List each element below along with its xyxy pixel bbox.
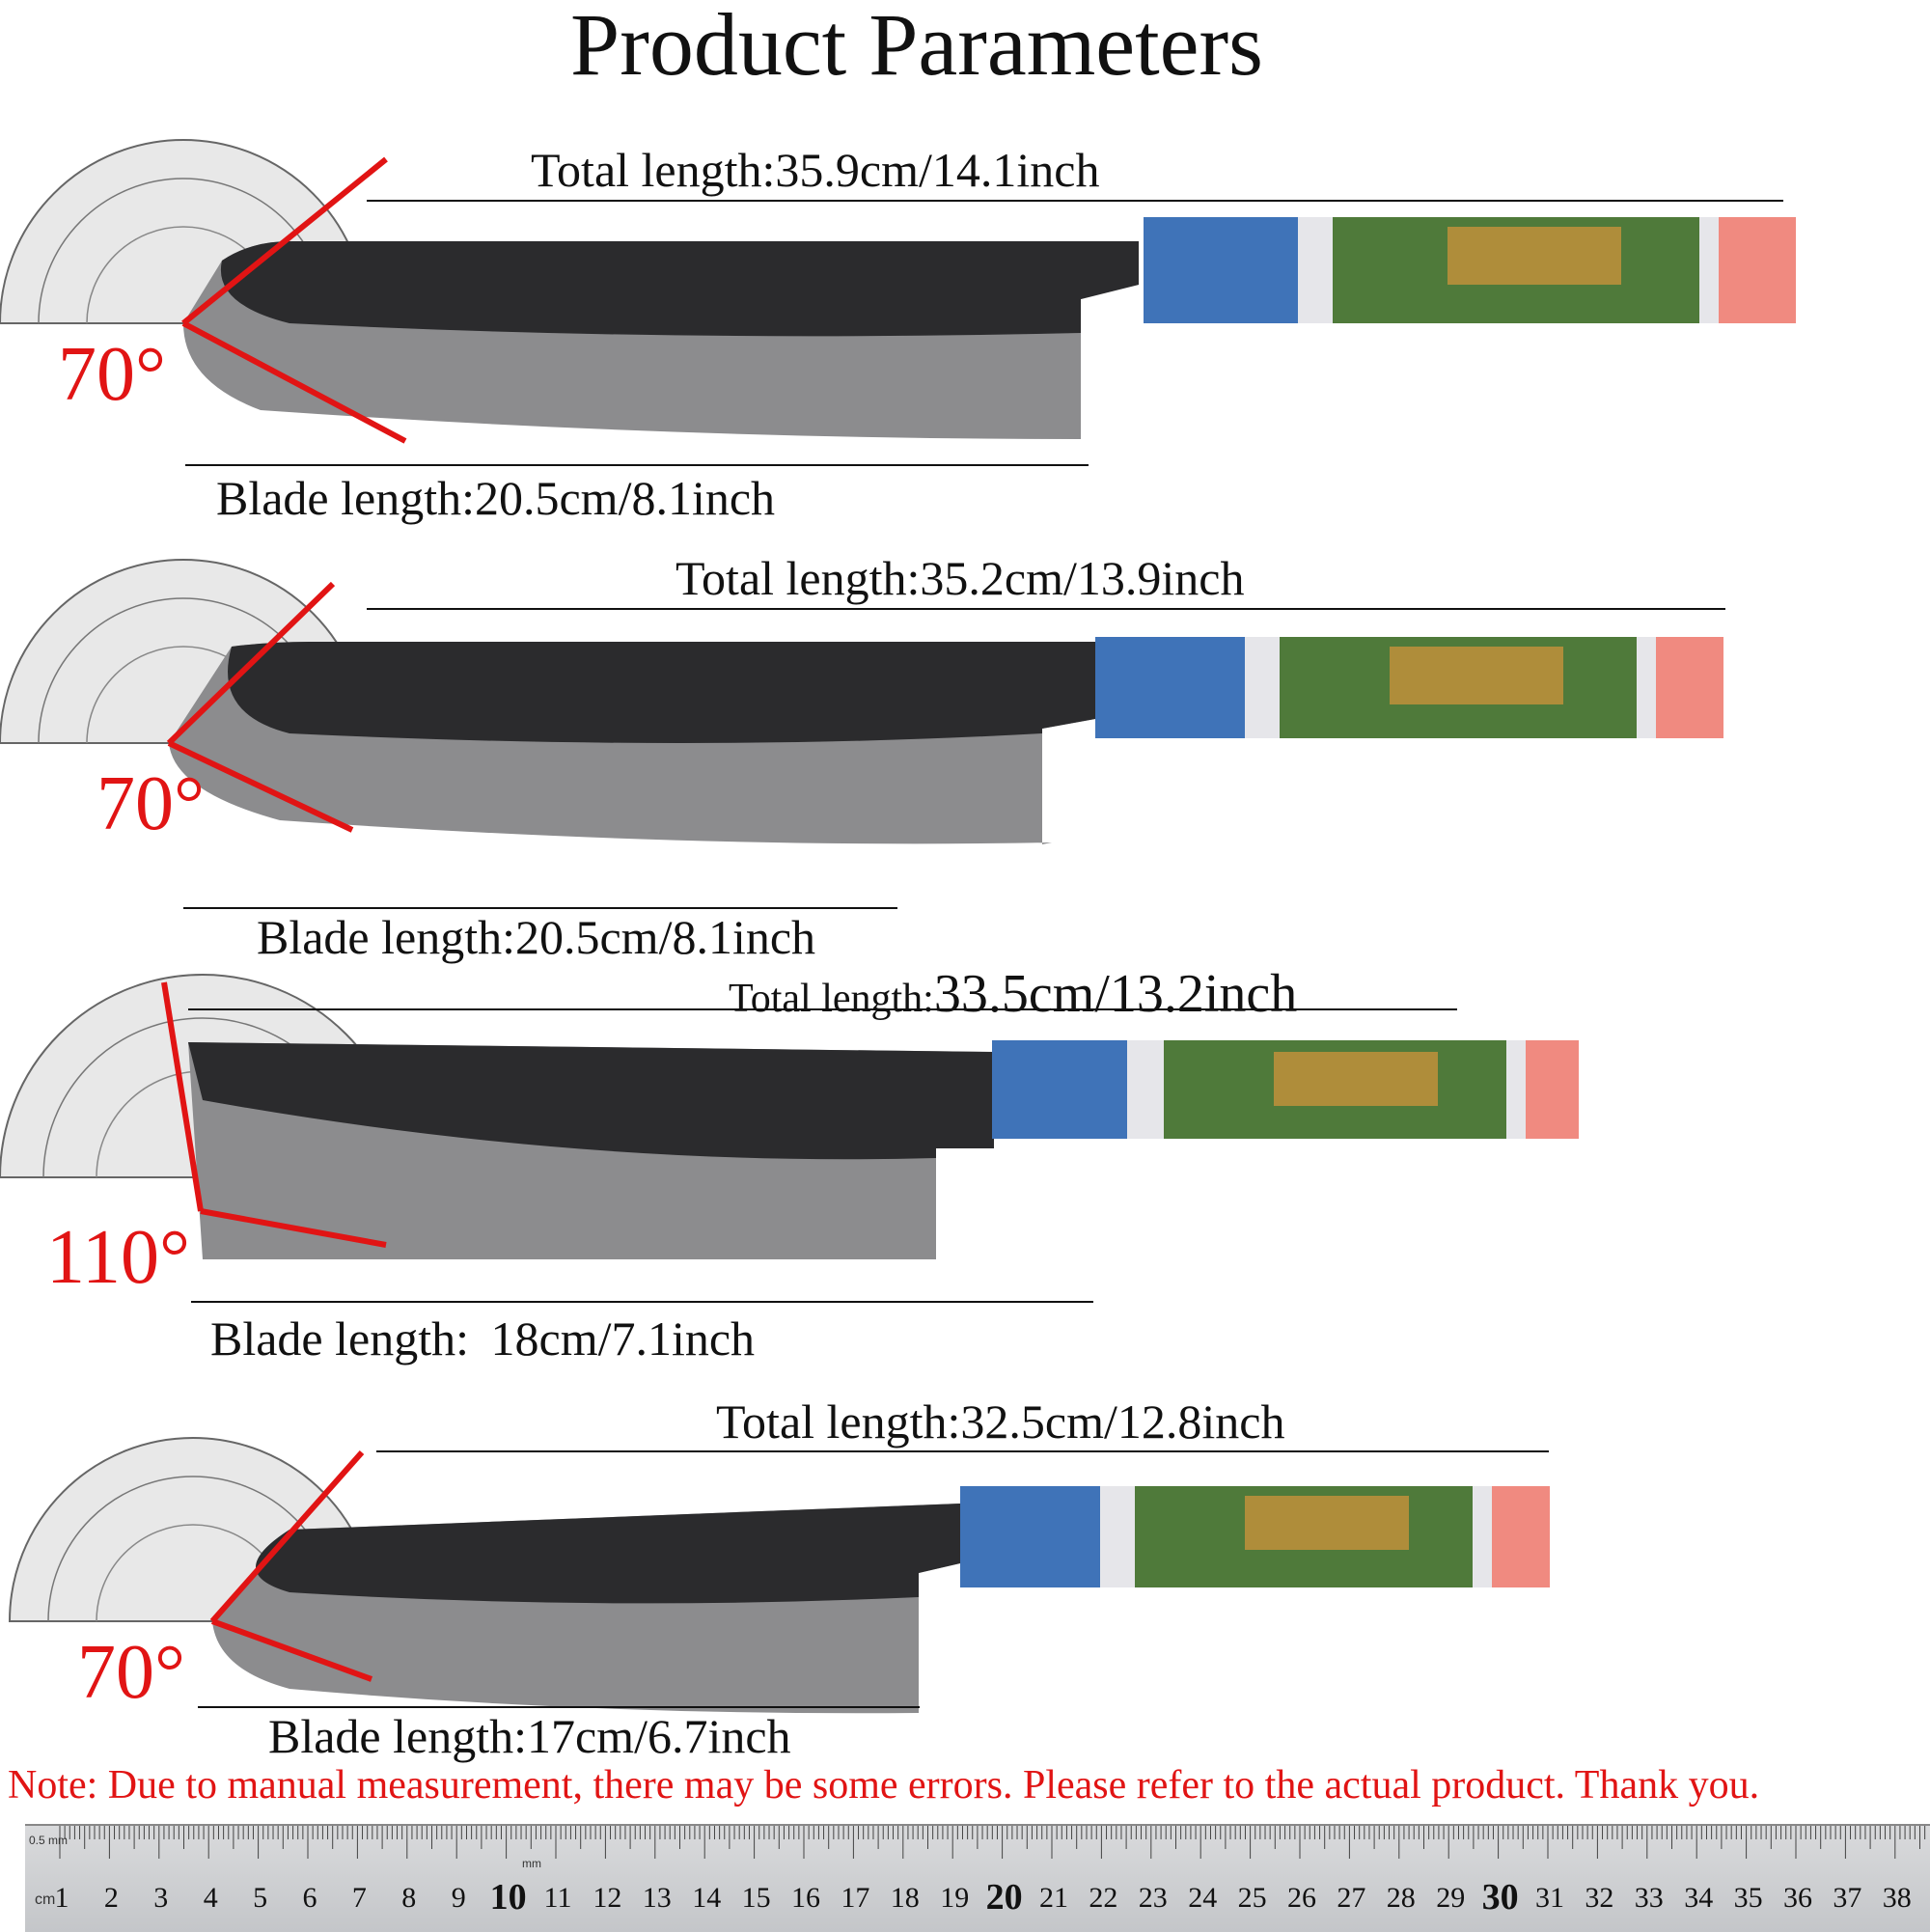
ruler-number: 11 (543, 1882, 572, 1914)
ruler-number: 24 (1188, 1882, 1218, 1914)
ruler-number: 13 (642, 1882, 672, 1914)
blade-length-line (191, 1301, 1093, 1303)
blade-length-label: Blade length:17cm/6.7inch (268, 1709, 791, 1763)
handle-image (1144, 217, 1796, 323)
ruler-number: 19 (940, 1882, 970, 1914)
ruler-number: 34 (1684, 1882, 1714, 1914)
ruler-unit-cm: cm (35, 1891, 56, 1908)
angle-lines (209, 1450, 373, 1682)
knife-1-illustration (0, 139, 1796, 444)
angle-lines (181, 156, 407, 444)
ruler-number: 4 (203, 1882, 218, 1914)
total-length-line (367, 200, 1783, 202)
blade-image (183, 241, 1139, 439)
angle-label: 70° (96, 761, 205, 846)
blade-length-label: Blade length: 18cm/7.1inch (210, 1311, 755, 1366)
ruler-number: 7 (351, 1882, 367, 1914)
blade-length-value: 18cm/7.1inch (490, 1311, 756, 1366)
total-length-label: Total length:35.9cm/14.1inch (531, 143, 1100, 197)
ruler-number: 15 (741, 1882, 771, 1914)
angle-label: 70° (58, 332, 166, 417)
ruler-number: 21 (1039, 1882, 1068, 1914)
blade-image (212, 1504, 960, 1714)
page-title: Product Parameters (570, 0, 1263, 94)
blade-image (188, 1042, 994, 1259)
blade-length-line (185, 464, 1089, 466)
total-length-line (376, 1450, 1549, 1452)
total-length-label: Total length:33.5cm/13.2inch (729, 963, 1297, 1025)
blade-image (169, 642, 1095, 844)
ruler-number: 38 (1882, 1882, 1912, 1914)
knife-4-illustration (8, 1437, 1550, 1714)
knife-2-panel: Total length:35.2cm/13.9inch 70° Blade l… (0, 511, 1930, 964)
ruler-number: 16 (791, 1882, 820, 1914)
ruler-number: 18 (890, 1882, 920, 1914)
ruler-ticks (59, 1826, 1926, 1859)
ruler-unit-small: 0.5 mm (29, 1834, 69, 1847)
ruler-number: 31 (1535, 1882, 1564, 1914)
total-length-prefix: Total length: (729, 977, 934, 1021)
handle-image (960, 1486, 1550, 1587)
blade-length-prefix: Blade length: (210, 1311, 469, 1366)
angle-label: 70° (77, 1630, 185, 1715)
ruler-number: 29 (1436, 1882, 1466, 1914)
knife-3-illustration (0, 974, 1579, 1259)
total-length-label: Total length:35.2cm/13.9inch (676, 551, 1245, 605)
ruler-number: 17 (841, 1882, 870, 1914)
ruler-number: 8 (401, 1882, 417, 1914)
measurement-note: Note: Due to manual measurement, there m… (8, 1763, 1760, 1808)
knife-1-panel: Total length:35.9cm/14.1inch 70° Blade l… (0, 92, 1930, 525)
ruler-number: 20 (985, 1877, 1023, 1918)
ruler-number: 6 (302, 1882, 317, 1914)
ruler-number: 2 (103, 1882, 119, 1914)
ruler-number: 28 (1386, 1882, 1416, 1914)
knife-3-panel: Total length:33.5cm/13.2inch 110° Blade … (0, 946, 1930, 1366)
knife-4-panel: Total length:32.5cm/12.8inch 70° Blade l… (0, 1390, 1930, 1795)
blade-length-line (183, 907, 897, 909)
ruler-number: 3 (153, 1882, 169, 1914)
blade-length-line (198, 1706, 920, 1708)
ruler-unit-mm: mm (522, 1857, 541, 1870)
total-length-value: 33.5cm/13.2inch (933, 964, 1298, 1024)
handle-image (1095, 637, 1723, 738)
ruler-number: 26 (1287, 1882, 1316, 1914)
blade-length-label: Blade length:20.5cm/8.1inch (216, 471, 776, 525)
ruler-number: 9 (451, 1882, 466, 1914)
ruler-number: 27 (1337, 1882, 1366, 1914)
ruler-number: 35 (1733, 1882, 1763, 1914)
ruler-number: 22 (1089, 1882, 1118, 1914)
angle-lines (166, 581, 354, 833)
angle-label: 110° (46, 1215, 191, 1300)
angle-lines (161, 981, 387, 1248)
total-length-label: Total length:32.5cm/12.8inch (716, 1394, 1285, 1449)
ruler-number: 10 (489, 1877, 527, 1918)
ruler-number: 37 (1833, 1882, 1862, 1914)
ruler-number: 30 (1481, 1877, 1519, 1918)
ruler-number: 5 (253, 1882, 268, 1914)
ruler-number: 25 (1237, 1882, 1267, 1914)
ruler-number: 1 (54, 1882, 69, 1914)
total-length-line (367, 608, 1725, 610)
handle-image (992, 1040, 1579, 1139)
ruler-number: 36 (1783, 1882, 1812, 1914)
ruler-number: 12 (593, 1882, 622, 1914)
ruler-number: 32 (1585, 1882, 1614, 1914)
ruler-number: 23 (1138, 1882, 1168, 1914)
total-length-line (188, 1008, 1457, 1010)
blade-length-label: Blade length:20.5cm/8.1inch (257, 910, 816, 964)
knife-2-illustration (0, 559, 1723, 844)
ruler-number: 33 (1634, 1882, 1664, 1914)
ruler-number: 14 (692, 1882, 722, 1914)
